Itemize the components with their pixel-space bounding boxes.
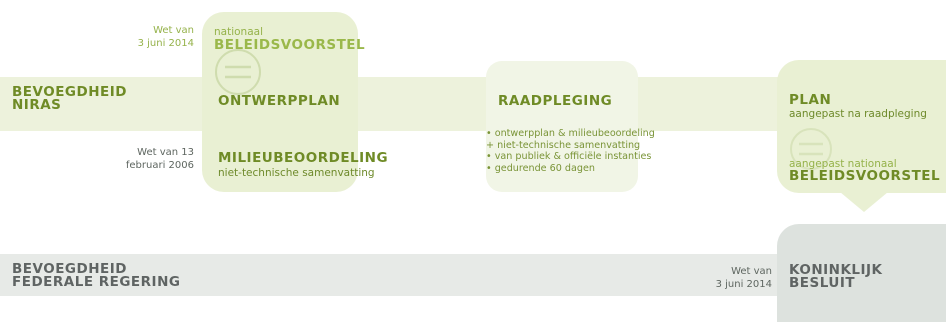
beleidsvoorstel-title-2: BELEIDSVOORSTEL [789,168,941,184]
box-koninklijk-besluit [777,224,946,322]
plan-sub: aangepast na raadpleging [789,108,927,120]
label-federal: BEVOEGDHEID FEDERALE REGERING [12,261,181,290]
box-ontwerpplan [202,12,358,192]
plan-title: PLAN [789,92,832,108]
label-federal-line-2: FEDERALE REGERING [12,274,181,290]
ontwerpplan-title: ONTWERPPLAN [218,93,341,109]
raadpleging-title: RAADPLEGING [498,93,613,109]
equals-circle-icon [790,128,832,170]
arrow-down-icon [840,192,888,212]
label-niras-line-2: NIRAS [12,97,62,113]
label-federal-line-1: BEVOEGDHEID [12,261,127,277]
law-note-bottom: Wet van 3 juni 2014 [716,266,772,291]
box-plan [777,60,946,193]
law-note-middle-line-1: Wet van 13 [137,147,194,158]
box-raadpleging [486,61,638,192]
list-item: • ontwerpplan & milieubeoordeling [486,128,655,139]
beleidsvoorstel-title: BELEIDSVOORSTEL [214,37,366,53]
milieubeoordeling-sub: niet-technische samenvatting [218,167,375,179]
koninklijk-besluit-line-2: BESLUIT [789,275,856,291]
label-niras-line-1: BEVOEGDHEID [12,84,127,100]
law-note-bottom-line-1: Wet van [731,266,772,277]
law-note-bottom-line-2: 3 juni 2014 [715,278,772,290]
koninklijk-besluit-line-1: KONINKLIJK [789,262,883,278]
milieubeoordeling-title: MILIEUBEOORDELING [218,150,389,166]
law-note-middle: Wet van 13 februari 2006 [126,147,194,172]
law-note-top-line-2: 3 juni 2014 [137,37,194,49]
beleid-small-label: nationaal [214,26,263,38]
koninklijk-besluit-title: KONINKLIJK BESLUIT [789,262,883,291]
law-note-top: Wet van 3 juni 2014 [138,25,194,50]
law-note-middle-line-2: februari 2006 [125,159,194,171]
equals-circle-icon [215,49,261,95]
label-niras: BEVOEGDHEID NIRAS [12,84,127,113]
beleid-small-label-2: aangepast nationaal [789,158,897,170]
list-item: + niet-technische samenvatting [486,139,641,151]
list-item: • gedurende 60 dagen [486,162,595,174]
raadpleging-bullets: • ontwerpplan & milieubeoordeling + niet… [486,128,655,174]
law-note-top-line-1: Wet van [153,25,194,36]
list-item: • van publiek & officiële instanties [486,151,652,162]
